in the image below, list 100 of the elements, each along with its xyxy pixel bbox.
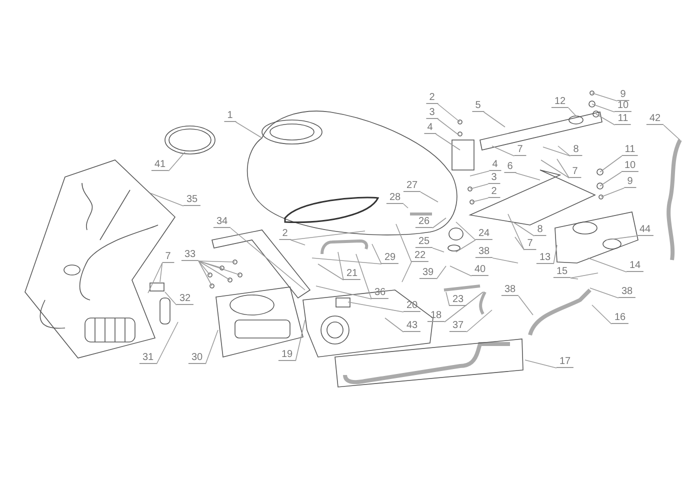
leader-line: [518, 296, 534, 316]
leader-line: [524, 360, 557, 368]
callout-number: 25: [415, 236, 433, 248]
leader-line: [316, 286, 372, 300]
callout-number: 29: [381, 252, 399, 264]
callout-number: 2: [488, 186, 500, 198]
callout-number: 38: [501, 284, 519, 296]
callout-number: 10: [621, 160, 639, 172]
callout-number: 39: [419, 267, 437, 279]
leader-line: [150, 192, 184, 206]
callout-number: 41: [151, 159, 169, 171]
leader-line: [590, 288, 619, 298]
leader-line: [348, 302, 404, 312]
callout-number: 26: [415, 216, 433, 228]
leader-line: [514, 236, 525, 250]
callout-number: 38: [618, 286, 636, 298]
leader-line: [198, 260, 222, 268]
callout-number: 17: [556, 356, 574, 368]
leader-line: [205, 330, 218, 364]
leader-line: [606, 236, 637, 240]
callout-number: 6: [504, 161, 516, 173]
leader-line: [160, 262, 163, 282]
leader-line: [338, 252, 344, 280]
leader-line: [198, 260, 236, 262]
leader-line: [198, 260, 230, 280]
callout-number: 40: [471, 264, 489, 276]
callout-number: 15: [553, 266, 571, 278]
callout-number: 1: [224, 110, 236, 122]
leader-line: [148, 262, 163, 294]
callout-number: 34: [213, 216, 231, 228]
callout-number: 20: [403, 300, 421, 312]
leader-line: [403, 204, 408, 208]
callout-number: 18: [427, 310, 445, 322]
callout-number: 4: [489, 159, 501, 171]
callout-number: 21: [343, 268, 361, 280]
callout-number: 19: [278, 349, 296, 361]
leader-line: [592, 304, 612, 324]
leader-line: [540, 160, 570, 178]
leader-line: [198, 260, 210, 276]
callout-number: 35: [183, 194, 201, 206]
leader-line: [600, 172, 622, 186]
leader-line: [198, 260, 212, 286]
leader-line: [198, 260, 240, 276]
leader-line: [295, 320, 306, 362]
callout-number: 37: [449, 320, 467, 332]
callout-number: 11: [614, 113, 632, 125]
callout-number: 33: [181, 249, 199, 261]
callout-number: 2: [426, 92, 438, 104]
leader-line: [432, 248, 444, 252]
leader-line: [553, 244, 558, 264]
leader-line: [596, 114, 616, 126]
callout-number: 22: [411, 250, 429, 262]
leader-line: [456, 240, 476, 252]
callout-number: 2: [279, 228, 291, 240]
leader-line: [466, 310, 492, 332]
leader-line: [600, 156, 622, 172]
callout-number: 32: [176, 293, 194, 305]
leader-line: [156, 322, 178, 364]
leader-line: [492, 258, 518, 264]
leader-line: [512, 222, 535, 236]
callout-number: 43: [403, 320, 421, 332]
leader-line: [356, 254, 372, 300]
leader-line: [437, 118, 460, 136]
leader-line: [372, 244, 382, 264]
leader-line: [600, 188, 625, 198]
callout-number: 14: [626, 260, 644, 272]
leader-line: [592, 104, 615, 112]
callout-number: 28: [386, 192, 404, 204]
callout-number: 7: [514, 144, 526, 156]
leader-line: [472, 198, 489, 202]
leader-line: [444, 292, 484, 322]
leader-line: [508, 214, 525, 250]
leader-line: [483, 112, 506, 128]
leader-line: [568, 108, 576, 116]
callout-number: 10: [614, 100, 632, 112]
callout-number: 9: [617, 89, 629, 101]
leader-line: [402, 262, 412, 282]
callout-number: 11: [622, 144, 638, 156]
callout-number: 7: [569, 166, 581, 178]
leader-line: [384, 318, 404, 332]
callout-number: 3: [488, 172, 500, 184]
callout-number: 13: [536, 252, 554, 264]
callout-number: 8: [534, 224, 546, 236]
leader-line: [470, 184, 489, 190]
leader-line: [420, 192, 438, 202]
leader-line: [542, 146, 571, 156]
leader-line: [164, 292, 177, 306]
leader-line: [556, 158, 570, 178]
leader-line: [318, 264, 344, 280]
callout-number: 38: [475, 246, 493, 258]
callout-number: 7: [524, 238, 536, 250]
callout-number: 8: [570, 144, 582, 156]
leader-line: [437, 104, 460, 122]
leader-line: [663, 124, 680, 140]
callout-number: 16: [611, 312, 629, 324]
callout-number: 23: [449, 294, 467, 306]
leader-line: [396, 224, 412, 262]
callout-number: 30: [188, 352, 206, 364]
leader-line: [435, 134, 460, 150]
callout-number: 31: [139, 352, 157, 364]
